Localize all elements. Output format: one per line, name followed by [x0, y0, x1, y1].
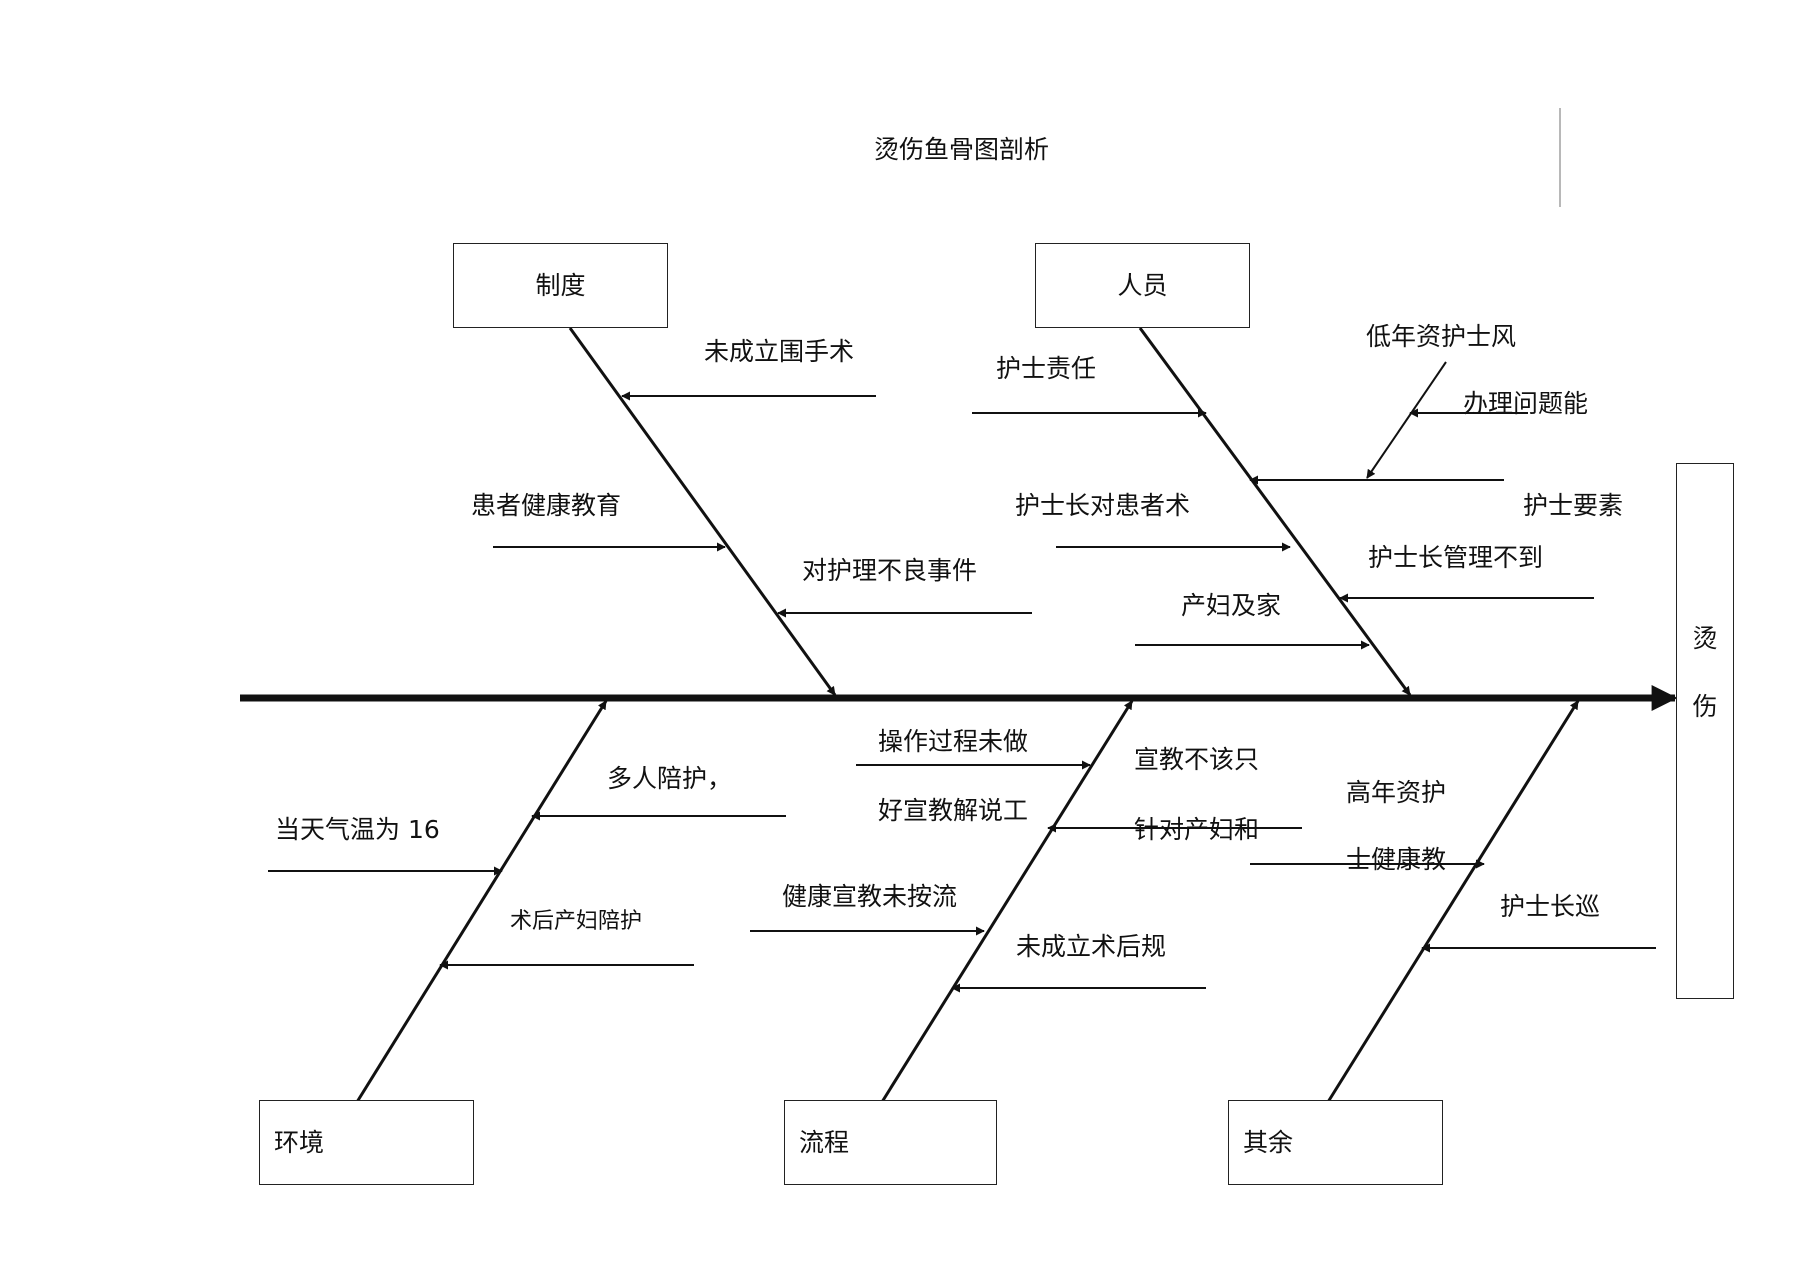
cause-zhidu-2: 患者健康教育 — [471, 491, 622, 520]
bone-renyuan — [1138, 327, 1412, 696]
cause-liucheng-4: 针对产妇和 — [1134, 815, 1260, 844]
cause-renyuan-2: 低年资护士风 — [1366, 322, 1517, 351]
cause-huanjing-2: 当天气温为 16 — [275, 815, 440, 844]
cause-liucheng-5: 健康宣教未按流 — [782, 882, 958, 911]
cause-zhidu-3: 对护理不良事件 — [802, 556, 978, 585]
cause-qiyu-1: 高年资护 — [1346, 778, 1447, 807]
cause-huanjing-1: 多人陪护， — [607, 764, 733, 793]
cause-renyuan-1: 护士责任 — [996, 354, 1097, 383]
effect-char-2: 伤 — [1692, 692, 1718, 721]
cause-liucheng-3: 好宣教解说工 — [878, 796, 1029, 825]
category-box-renyuan: 人员 — [1035, 243, 1250, 328]
bone-qiyu — [1326, 700, 1580, 1103]
cause-renyuan-6: 护士长管理不到 — [1368, 543, 1544, 572]
cause-liucheng-2: 宣教不该只 — [1134, 745, 1260, 774]
category-label-qiyu: 其余 — [1243, 1127, 1294, 1157]
cause-liucheng-1: 操作过程未做 — [878, 727, 1029, 756]
cause-zhidu-1: 未成立围手术 — [704, 337, 855, 366]
effect-box: 烫 伤 — [1676, 463, 1734, 999]
bone-zhidu — [568, 327, 837, 696]
cause-liucheng-6: 未成立术后规 — [1016, 932, 1167, 961]
category-box-zhidu: 制度 — [453, 243, 668, 328]
cause-huanjing-3: 术后产妇陪护 — [510, 909, 643, 934]
arrow-renyuan-diag — [1366, 361, 1447, 479]
cause-renyuan-4: 护士长对患者术 — [1015, 491, 1191, 520]
cause-renyuan-7: 产妇及家 — [1181, 591, 1282, 620]
category-label-renyuan: 人员 — [1117, 270, 1168, 300]
cause-renyuan-5: 护士要素 — [1523, 491, 1624, 520]
cause-qiyu-3: 护士长巡 — [1500, 892, 1601, 921]
category-box-liucheng: 流程 — [784, 1100, 997, 1185]
category-label-huanjing: 环境 — [274, 1127, 325, 1157]
cause-qiyu-2: 士健康教 — [1346, 845, 1447, 874]
bone-huanjing — [355, 700, 608, 1103]
cause-renyuan-3: 办理问题能 — [1463, 389, 1589, 418]
category-box-qiyu: 其余 — [1228, 1100, 1443, 1185]
effect-char-1: 烫 — [1692, 624, 1718, 653]
category-label-liucheng: 流程 — [799, 1127, 850, 1157]
category-label-zhidu: 制度 — [535, 270, 586, 300]
category-box-huanjing: 环境 — [259, 1100, 474, 1185]
diagram-title: 烫伤鱼骨图剖析 — [874, 135, 1050, 164]
